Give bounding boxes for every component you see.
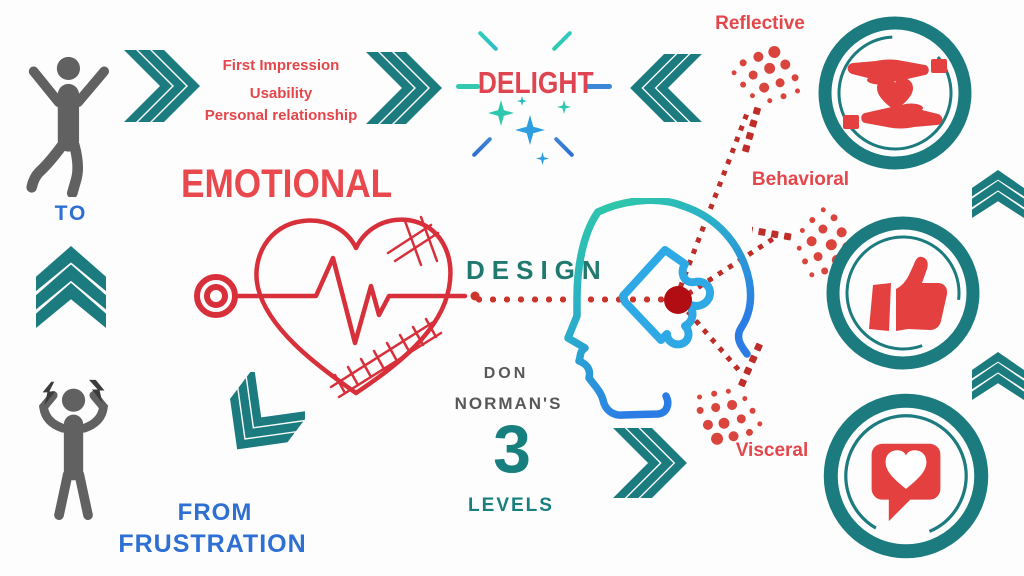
behavioral-badge bbox=[826, 216, 980, 370]
step-usability: Usability bbox=[249, 85, 313, 102]
chevron-left-icon bbox=[630, 54, 702, 122]
sparkle-ray-icon bbox=[551, 30, 573, 52]
sparkle-star-icon bbox=[517, 96, 527, 106]
crosshatch-decoration bbox=[329, 317, 443, 399]
from-label-line1: FROM bbox=[177, 499, 253, 526]
chevron-up-tree-icon bbox=[36, 246, 106, 328]
delight-label: DELIGHT bbox=[477, 65, 594, 100]
sparkle-ray-icon bbox=[477, 30, 499, 52]
chevron-right-icon bbox=[366, 52, 442, 124]
delight-left-dash bbox=[456, 84, 480, 89]
lightning-icon bbox=[42, 381, 56, 405]
sparkle-star-icon bbox=[515, 115, 545, 145]
hands-holding-heart-icon bbox=[843, 59, 947, 129]
behavioral-label: Behavioral bbox=[751, 169, 850, 190]
dotted-line-heart-to-head bbox=[472, 296, 670, 303]
subtitle-levels: LEVELS bbox=[468, 495, 554, 516]
frustrated-person-icon bbox=[38, 379, 109, 521]
chevron-right-icon bbox=[610, 428, 690, 498]
crosshatch-decoration bbox=[386, 215, 440, 267]
sparkle-ray-icon bbox=[553, 136, 575, 158]
reflective-label: Reflective bbox=[715, 13, 805, 34]
happy-person-icon bbox=[26, 56, 110, 197]
sparkle-ray-icon bbox=[471, 136, 493, 158]
dot-arrow-reflective-icon bbox=[718, 40, 802, 162]
chevron-right-icon bbox=[124, 50, 200, 122]
from-label-line2: FRUSTRATION bbox=[118, 530, 307, 558]
target-icon bbox=[194, 274, 238, 318]
reflective-badge bbox=[818, 16, 972, 170]
delight-right-dash bbox=[586, 84, 612, 89]
thumbs-up-icon bbox=[869, 256, 948, 331]
to-label: TO bbox=[54, 202, 88, 225]
title-emotional: EMOTIONAL bbox=[181, 162, 393, 206]
heart-message-icon bbox=[871, 443, 941, 522]
subtitle-don: DON bbox=[483, 365, 529, 382]
sparkle-star-icon bbox=[536, 152, 549, 165]
center-dot-icon bbox=[664, 286, 692, 314]
visceral-badge bbox=[823, 393, 989, 559]
subtitle-number-3: 3 bbox=[493, 411, 531, 487]
step-first-impression: First Impression bbox=[222, 57, 340, 74]
lightning-icon bbox=[88, 379, 105, 404]
subtitle-normans: NORMAN'S bbox=[454, 394, 563, 413]
visceral-label: Visceral bbox=[735, 440, 809, 461]
chevron-up-tree-icon bbox=[972, 170, 1024, 218]
step-personal-relationship: Personal relationship bbox=[204, 107, 358, 124]
sparkle-star-icon bbox=[557, 100, 571, 114]
sparkle-star-icon bbox=[488, 100, 514, 126]
dot-arrow-visceral-icon bbox=[695, 335, 780, 453]
heart-ekg-icon bbox=[194, 215, 480, 399]
